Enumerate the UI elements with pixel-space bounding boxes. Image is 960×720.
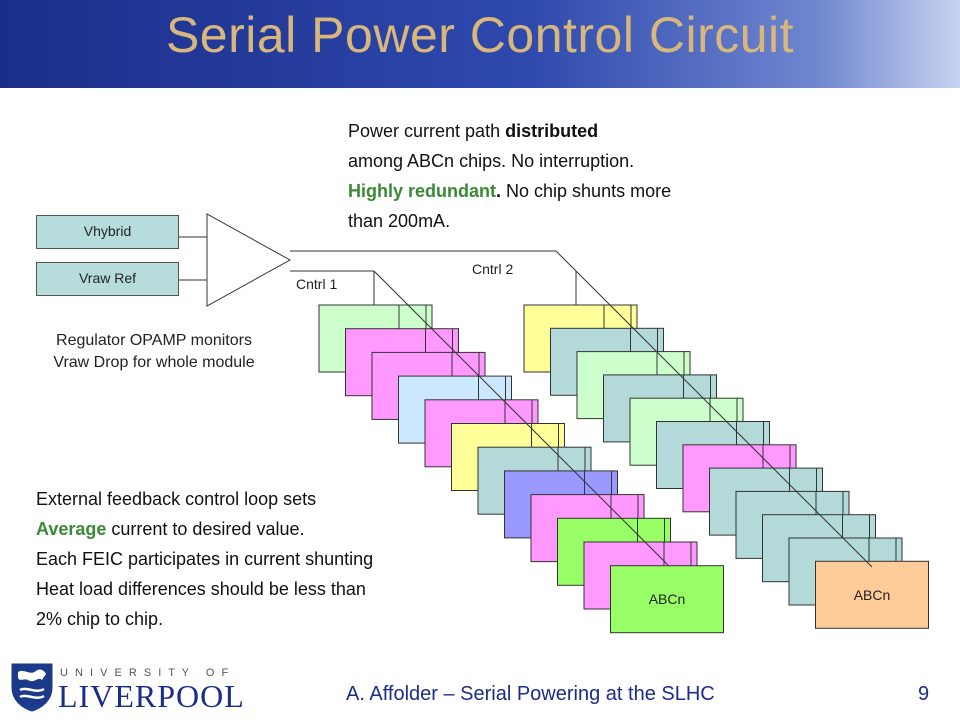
cntrl2-label: Cntrl 2 [472,261,514,277]
top-note: Power current path distributed among ABC… [348,116,671,236]
top-note-line3a: Highly redundant [348,181,496,201]
page-number: 9 [918,683,930,705]
vraw-ref-box: Vraw Ref [36,262,179,296]
bottom-note-line2b: current to desired value. [106,519,305,539]
bottom-note: External feedback control loop sets Aver… [36,484,373,634]
university-small-text: U N I V E R S I T Y O F [60,667,231,679]
cntrl1-label: Cntrl 1 [296,276,338,292]
title-band [0,0,960,88]
top-note-line3c: No chip shunts more [501,181,672,201]
liverpool-crest-icon [11,663,53,712]
bottom-note-line3: Each FEIC participates in current shunti… [36,549,374,569]
regulator-note: Regulator OPAMP monitors Vraw Drop for w… [14,330,294,374]
stack2-chip-12 [815,560,929,629]
bottom-note-line1: External feedback control loop sets [36,489,317,509]
stack1-abcn-label: ABCn [649,591,686,607]
bottom-note-line2a: Average [36,519,107,539]
footer-author: A. Affolder – Serial Powering at the SLH… [346,683,715,705]
bottom-note-line5: 2% chip to chip. [36,609,164,629]
top-note-line1a: Power current path [348,121,506,141]
bottom-note-line4: Heat load differences should be less tha… [36,579,366,599]
regulator-note-line2: Vraw Drop for whole module [53,354,255,371]
stack1-chip-12 [610,565,724,634]
top-note-line2: among ABCn chips. No interruption. [348,151,635,171]
regulator-note-line1: Regulator OPAMP monitors [56,332,252,349]
top-note-line3b: . [496,181,502,201]
opamp-triangle [206,213,292,307]
vhybrid-box: Vhybrid [36,215,179,249]
university-big-text: LIVERPOOL [58,678,245,714]
slide-title: Serial Power Control Circuit [165,7,795,63]
chip-stack-2: ABCn [523,304,929,629]
stack2-abcn-label: ABCn [854,587,891,603]
top-note-line1b: distributed [505,121,599,141]
top-note-line4: than 200mA. [348,211,451,231]
